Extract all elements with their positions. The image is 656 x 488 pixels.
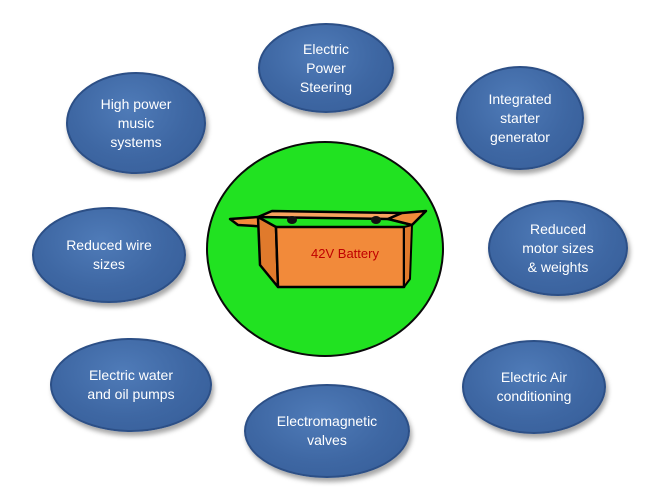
battery-icon (228, 209, 428, 289)
terminal-positive-icon (371, 216, 381, 224)
bubble-electric-power-steering: Electric Power Steering (258, 23, 394, 113)
bubble-high-power-music-systems: High power music systems (66, 72, 206, 174)
bubble-electric-air-conditioning: Electric Air conditioning (462, 340, 606, 434)
terminal-negative-icon (287, 216, 297, 224)
bubble-reduced-motor-sizes: Reduced motor sizes & weights (488, 200, 628, 296)
bubble-integrated-starter-generator: Integrated starter generator (456, 66, 584, 170)
bubble-electromagnetic-valves: Electromagnetic valves (244, 384, 410, 478)
bubble-reduced-wire-sizes: Reduced wire sizes (32, 207, 186, 303)
bubble-electric-water-oil-pumps: Electric water and oil pumps (50, 338, 212, 432)
battery-label: 42V Battery (311, 246, 379, 261)
